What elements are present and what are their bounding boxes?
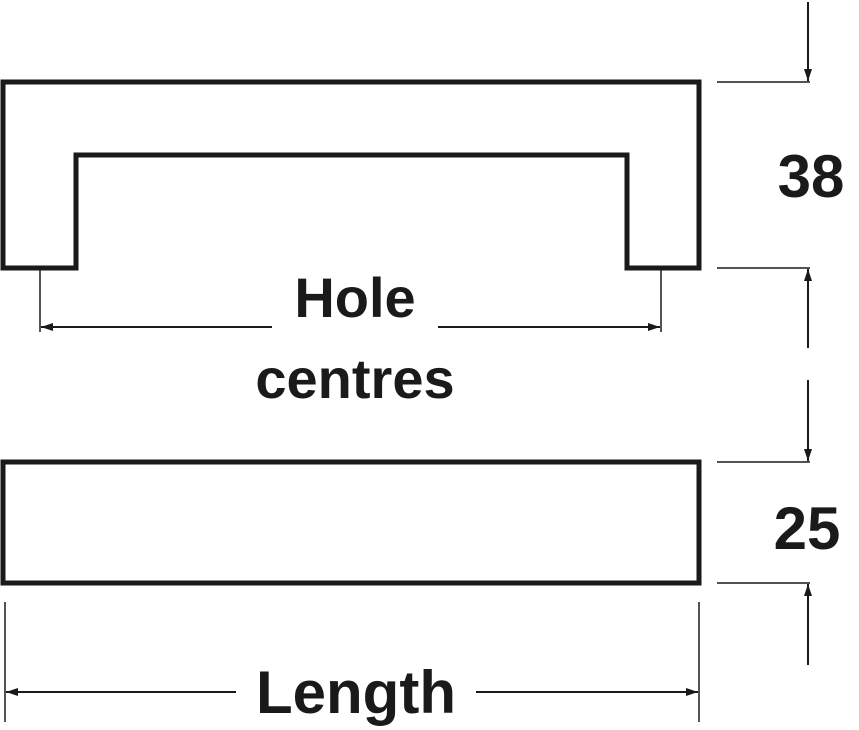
height-38-label: 38 — [778, 143, 845, 210]
height-25-dimension: 25 — [717, 380, 840, 665]
handle-side-profile — [0, 79, 702, 271]
hole-centres-label-line2: centres — [255, 347, 454, 410]
length-label: Length — [256, 659, 456, 726]
handle-top-profile — [0, 459, 702, 586]
hole-centres-label-line1: Hole — [294, 266, 415, 329]
length-dimension: Length — [4, 602, 700, 726]
hole-centres-dimension: Hole centres — [39, 266, 662, 410]
height-25-label: 25 — [774, 495, 841, 562]
height-38-dimension: 38 — [717, 2, 844, 348]
